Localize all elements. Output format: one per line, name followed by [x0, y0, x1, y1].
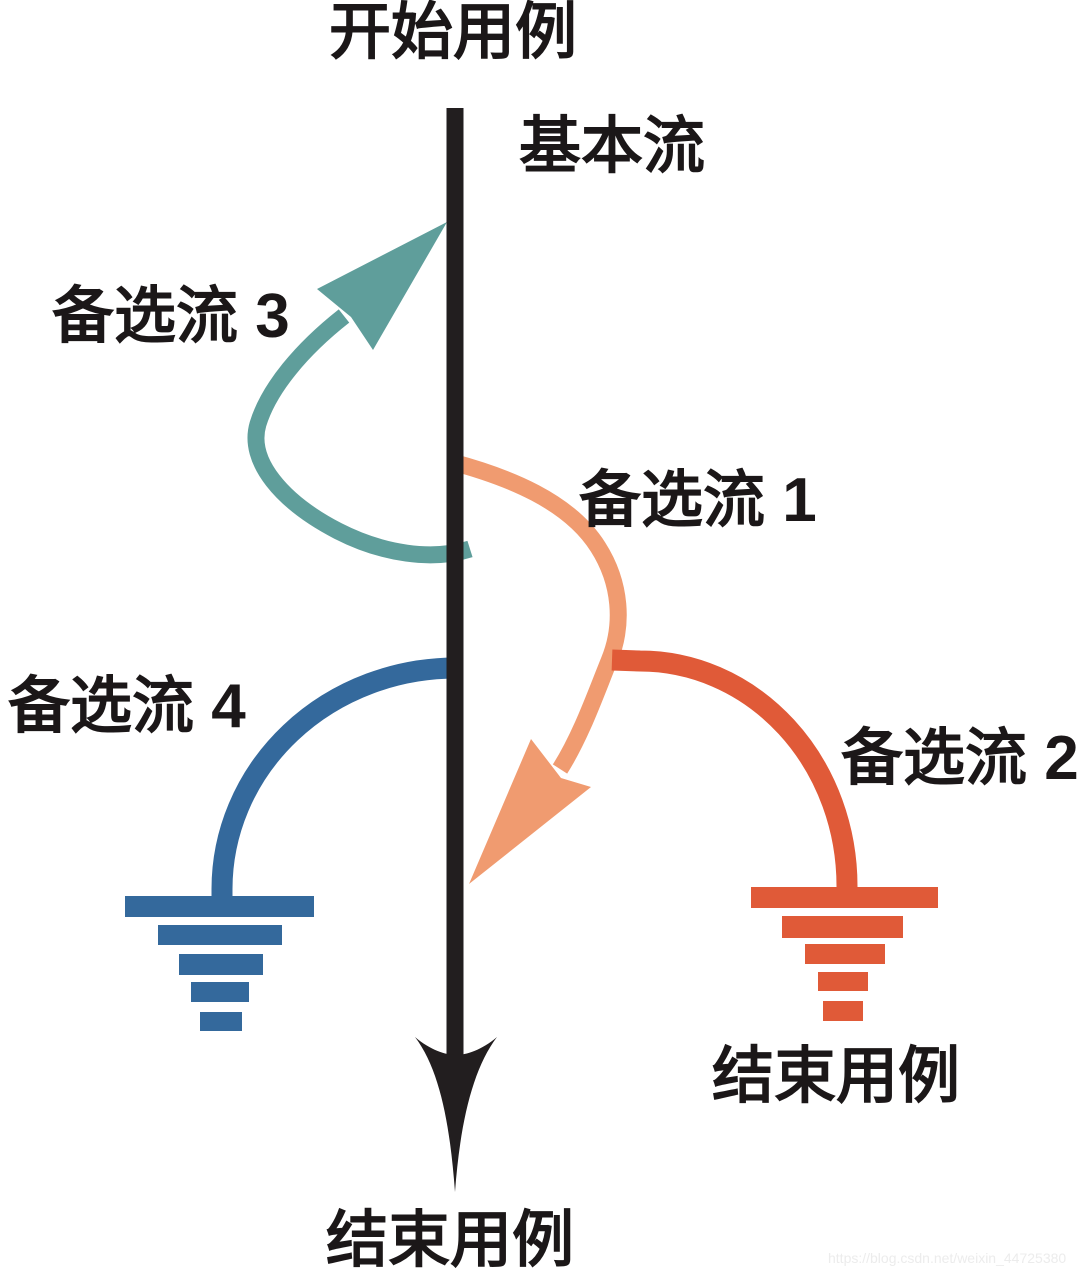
- ground-bar: [158, 925, 282, 945]
- ground-bar: [751, 887, 938, 908]
- ground-bar: [782, 916, 903, 938]
- alt-flow-3-arrowhead: [317, 222, 447, 350]
- ground-bar: [179, 954, 263, 975]
- ground-bar: [191, 982, 249, 1002]
- label-start-use-case: 开始用例: [329, 0, 578, 67]
- ground-bar: [818, 972, 868, 991]
- label-alt-flow-3: 备选流 3: [52, 282, 290, 351]
- label-basic-flow: 基本流: [519, 112, 706, 181]
- alt-flow-2-curve: [611, 649, 858, 890]
- label-alt-flow-4: 备选流 4: [8, 672, 246, 741]
- label-alt-flow-1: 备选流 1: [579, 466, 817, 535]
- ground-bar: [200, 1012, 242, 1031]
- label-end-use-case-bottom: 结束用例: [326, 1206, 575, 1275]
- alt-flow-1-curve: [449, 453, 627, 774]
- ground-icon-alt4: [125, 896, 314, 1031]
- alt-flow-4-curve: [211, 657, 457, 898]
- watermark-url: https://blog.csdn.net/weixin_44725380: [828, 1250, 1067, 1266]
- basic-flow-arrowhead: [415, 1037, 497, 1192]
- ground-bar: [805, 944, 885, 964]
- label-alt-flow-2: 备选流 2: [841, 724, 1079, 793]
- alt-flow-3-curve: [247, 309, 473, 564]
- alt-flow-1-arrowhead: [469, 739, 591, 884]
- ground-icon-alt2: [751, 887, 938, 1021]
- label-end-use-case-right: 结束用例: [712, 1042, 961, 1111]
- ground-bar: [823, 1001, 863, 1021]
- ground-bar: [125, 896, 314, 917]
